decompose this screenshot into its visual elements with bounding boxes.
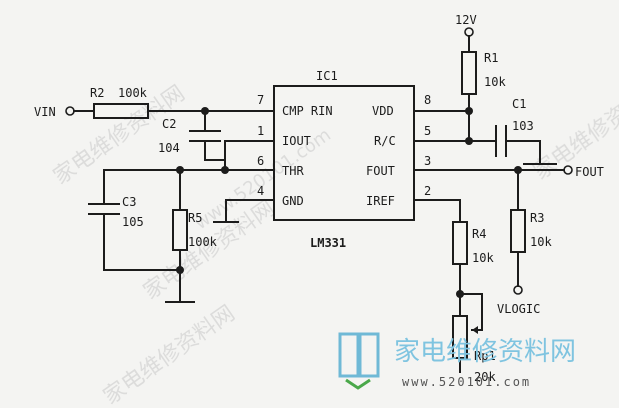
supply-label: 12V (455, 13, 477, 27)
logo-site-url: www.520101.com (402, 375, 531, 389)
rp1-value: 20k (474, 370, 496, 384)
pin-label-gnd: GND (282, 194, 304, 208)
vin-label: VIN (34, 105, 56, 119)
pin-number-8: 8 (424, 93, 431, 107)
pin-label-thr: THR (282, 164, 304, 178)
watermark-text-3: 家电维修资料网 (99, 301, 240, 408)
ic-body (273, 85, 415, 221)
pin-label-vdd: VDD (372, 104, 394, 118)
pin-label-fout: FOUT (366, 164, 395, 178)
pin-label-rc: R/C (374, 134, 396, 148)
capacitor-c2 (189, 110, 226, 161)
pin-label-iout: IOUT (282, 134, 311, 148)
r5-value: 100k (188, 235, 218, 249)
resistor-r5-branch (165, 169, 195, 303)
capacitor-c3 (88, 169, 181, 271)
logo-site-name: 家电维修资料网 (394, 337, 576, 367)
pin-number-3: 3 (424, 154, 431, 168)
iref-net (413, 199, 483, 373)
pin-number-4: 4 (257, 184, 264, 198)
r3-ref: R3 (530, 211, 544, 225)
resistor-r3 (510, 209, 526, 253)
fout-net (413, 165, 573, 295)
r3-value: 10k (530, 235, 552, 249)
c1-ref: C1 (512, 97, 526, 111)
pin-label-cmp-rin: CMP RIN (282, 104, 333, 118)
rp1-ref: Rp1 (474, 349, 496, 363)
r1-value: 10k (484, 75, 506, 89)
pin-label-iref: IREF (366, 194, 395, 208)
c1-value: 103 (512, 119, 534, 133)
pin-number-1: 1 (257, 124, 264, 138)
iout-thr-net (103, 140, 275, 174)
resistor-r4 (452, 221, 468, 265)
c2-value: 104 (158, 141, 180, 155)
ic-designator: IC1 (316, 69, 338, 83)
logo-icon (338, 332, 360, 378)
r4-ref: R4 (472, 227, 486, 241)
ic-part-number: LM331 (310, 236, 346, 250)
r5-ref: R5 (188, 211, 202, 225)
c3-value: 105 (122, 215, 144, 229)
capacitor-c1 (495, 125, 557, 165)
c3-ref: C3 (122, 195, 136, 209)
pin-number-7: 7 (257, 93, 264, 107)
c2-ref: C2 (162, 117, 176, 131)
r4-value: 10k (472, 251, 494, 265)
resistor-r1 (461, 51, 477, 95)
r1-ref: R1 (484, 51, 498, 65)
fout-label: FOUT (575, 165, 604, 179)
r2-value: 100k (118, 86, 148, 100)
vlogic-label: VLOGIC (497, 302, 540, 316)
r2-ref: R2 (90, 86, 104, 100)
vin-input-net (65, 103, 275, 119)
resistor-r5 (172, 209, 188, 251)
pin-number-2: 2 (424, 184, 431, 198)
pin-number-6: 6 (257, 154, 264, 168)
pin-number-5: 5 (424, 124, 431, 138)
gnd-pin-net (213, 199, 275, 223)
supply-net (413, 27, 497, 145)
site-logo-watermark: 家电维修资料网 www.520101.com (338, 332, 576, 390)
